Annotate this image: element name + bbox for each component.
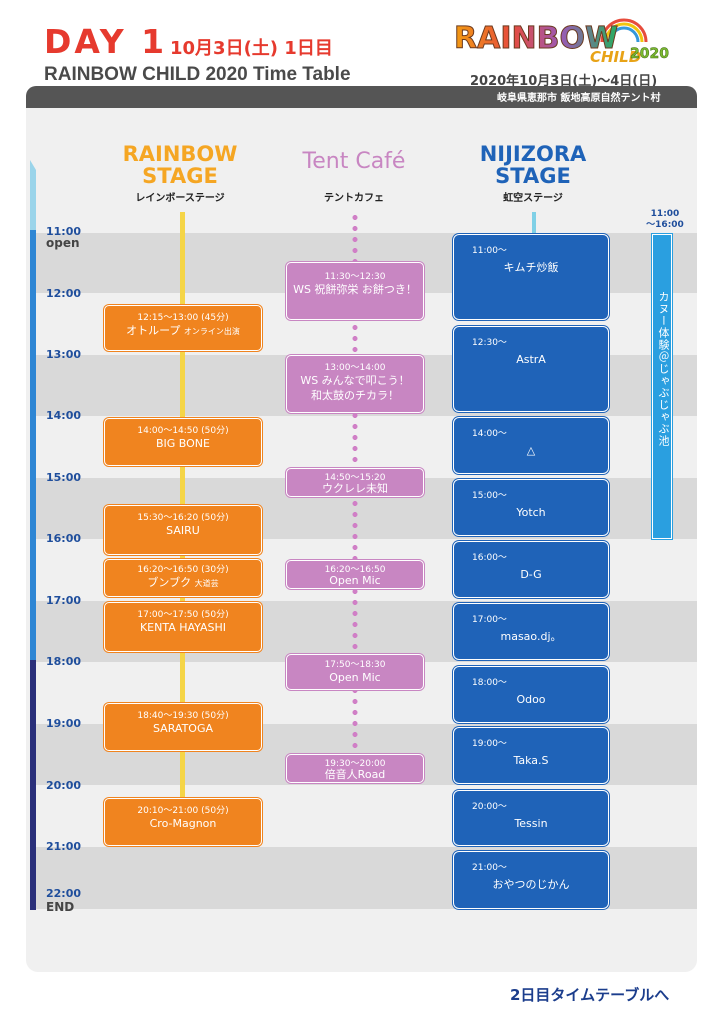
timebar-morning <box>30 160 36 230</box>
hour-label: 12:00 <box>46 287 82 300</box>
end-label: END <box>46 900 75 914</box>
svg-text:CHILD: CHILD <box>590 48 641 66</box>
rainbow-connector-line <box>180 212 185 797</box>
tent-event[interactable]: 17:50〜18:30 Open Mic <box>286 654 424 690</box>
hour-label: 22:00 <box>46 887 82 900</box>
nijizora-event[interactable]: 16:00〜 D-G <box>453 541 609 598</box>
hour-label: 19:00 <box>46 717 82 730</box>
nijizora-event[interactable]: 21:00〜 おやつのじかん <box>453 851 609 909</box>
svg-text:RAINBOW: RAINBOW <box>454 21 618 56</box>
event-dates: 2020年10月3日(土)〜4日(日) <box>470 74 658 89</box>
hour-label: 20:00 <box>46 779 82 792</box>
timebar-night <box>30 660 36 910</box>
canoe-activity-label: カヌー体験＠じゃぶじゃぶ池 <box>657 291 670 447</box>
nijizora-event[interactable]: 19:00〜 Taka.S <box>453 727 609 784</box>
svg-text:2020: 2020 <box>630 46 669 62</box>
nijizora-connector-line <box>532 212 536 234</box>
rainbow-event[interactable]: 20:10〜21:00 (50分) Cro-Magnon <box>104 798 262 846</box>
hour-label: 11:00 <box>46 225 82 238</box>
day2-timetable-link[interactable]: 2日目タイムテーブルへ <box>510 986 670 1004</box>
canoe-time: 11:00〜16:00 <box>646 209 684 230</box>
venue: 岐阜県恵那市 飯地高原自然テント村 <box>497 93 661 104</box>
nijizora-stage-subtitle: 虹空ステージ <box>503 193 563 204</box>
tent-event[interactable]: 16:20〜16:50 Open Mic <box>286 560 424 589</box>
timebar-day <box>30 230 36 660</box>
page-subtitle: RAINBOW CHILD 2020 Time Table <box>44 64 351 85</box>
rainbow-event[interactable]: 18:40〜19:30 (50分) SARATOGA <box>104 703 262 751</box>
hour-label: 18:00 <box>46 655 82 668</box>
rainbow-event[interactable]: 17:00〜17:50 (50分) KENTA HAYASHI <box>104 602 262 652</box>
hour-label: 13:00 <box>46 348 82 361</box>
hour-label: 15:00 <box>46 471 82 484</box>
nijizora-event[interactable]: 20:00〜 Tessin <box>453 790 609 846</box>
tent-event[interactable]: 13:00〜14:00 WS みんなで叩こう！ 和太鼓のチカラ！ <box>286 355 424 413</box>
tent-event[interactable]: 14:50〜15:20 ウクレレ未知 <box>286 468 424 497</box>
hour-label: 17:00 <box>46 594 82 607</box>
date-label: 10月3日(土) 1日目 <box>170 38 333 59</box>
tent-cafe-subtitle: テントカフェ <box>324 193 384 204</box>
rainbow-child-logo: RAINBOW CHILD 2020 <box>454 18 669 66</box>
hour-label: 21:00 <box>46 840 82 853</box>
nijizora-event[interactable]: 15:00〜 Yotch <box>453 479 609 536</box>
rainbow-stage-subtitle: レインボーステージ <box>135 193 225 204</box>
rainbow-event[interactable]: 15:30〜16:20 (50分) SAIRU <box>104 505 262 555</box>
nijizora-event[interactable]: 14:00〜 △ <box>453 417 609 474</box>
tent-cafe-title: Tent Café <box>302 149 406 174</box>
rainbow-event[interactable]: 16:20〜16:50 (30分) ブンブク 大道芸 <box>104 559 262 597</box>
open-label: open <box>46 236 80 250</box>
hour-label: 14:00 <box>46 409 82 422</box>
hour-label: 16:00 <box>46 532 82 545</box>
nijizora-event[interactable]: 18:00〜 Odoo <box>453 666 609 723</box>
canoe-activity-bar[interactable]: カヌー体験＠じゃぶじゃぶ池 <box>652 234 672 539</box>
rainbow-event[interactable]: 12:15〜13:00 (45分) オトループ オンライン出演 <box>104 305 262 351</box>
nijizora-event[interactable]: 17:00〜 masao.dj。 <box>453 603 609 660</box>
rainbow-event[interactable]: 14:00〜14:50 (50分) BIG BONE <box>104 418 262 466</box>
nijizora-event[interactable]: 12:30〜 AstrA <box>453 326 609 412</box>
day-label: DAY 1 <box>44 22 168 61</box>
tent-event[interactable]: 11:30〜12:30 WS 祝餅弥栄 お餅つき！ <box>286 262 424 320</box>
header-bar <box>26 86 697 112</box>
tent-event[interactable]: 19:30〜20:00 倍音人Road <box>286 754 424 783</box>
nijizora-event[interactable]: 11:00〜 キムチ炒飯 <box>453 234 609 320</box>
